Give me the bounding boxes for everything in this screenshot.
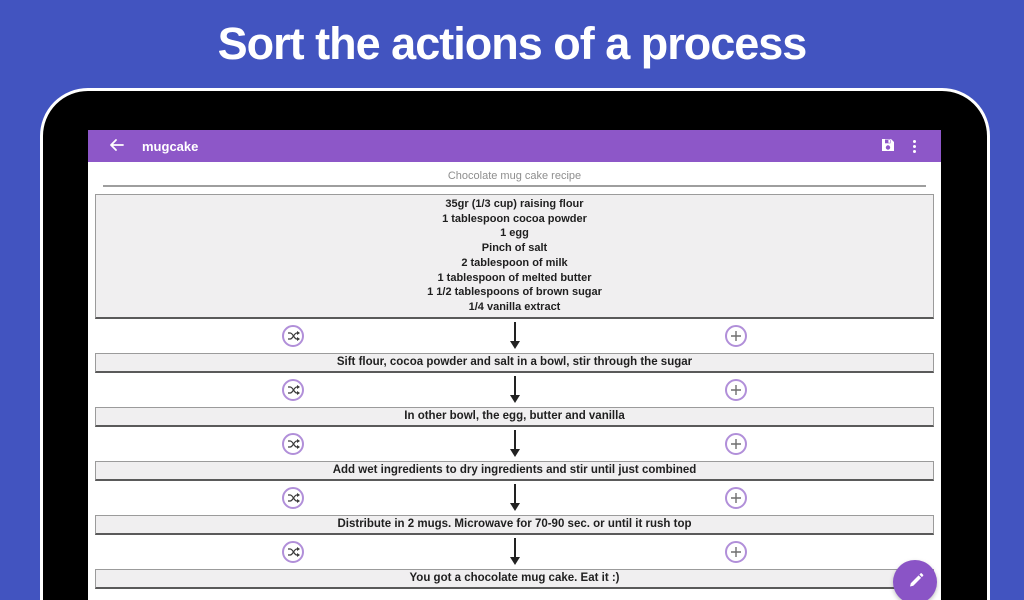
process-title: Chocolate mug cake recipe <box>447 170 582 182</box>
arrow-down-icon <box>509 321 520 349</box>
banner: Sort the actions of a process <box>0 0 1024 88</box>
process-editor: Chocolate mug cake recipe 35gr (1/3 cup)… <box>88 170 941 589</box>
shuffle-icon <box>287 438 300 449</box>
save-icon <box>881 138 895 155</box>
add-icon <box>731 492 741 503</box>
arrow-down-icon <box>509 537 520 565</box>
add-icon <box>731 438 741 449</box>
back-button[interactable] <box>106 135 126 158</box>
shuffle-button[interactable] <box>282 540 304 563</box>
ingredients-box[interactable]: 35gr (1/3 cup) raising flour 1 tablespoo… <box>95 194 934 319</box>
app-screen: mugcake Chocolate mug <box>88 130 941 600</box>
shuffle-button[interactable] <box>282 486 304 509</box>
add-icon <box>731 330 741 341</box>
step-box[interactable]: In other bowl, the egg, butter and vanil… <box>95 406 934 427</box>
add-icon <box>731 546 741 557</box>
arrow-down-icon <box>509 375 520 403</box>
shuffle-icon <box>287 546 300 557</box>
ingredient-line: 1 tablespoon of melted butter <box>437 271 592 284</box>
appbar: mugcake <box>88 130 941 162</box>
title-divider <box>103 185 926 187</box>
ingredient-line: 1 1/2 tablespoons of brown sugar <box>427 286 602 299</box>
add-icon <box>731 384 741 395</box>
step-box[interactable]: Distribute in 2 mugs. Microwave for 70-9… <box>95 514 934 535</box>
add-step-button[interactable] <box>725 432 747 455</box>
shuffle-button[interactable] <box>282 378 304 401</box>
shuffle-button[interactable] <box>282 324 304 347</box>
overflow-menu-button[interactable] <box>901 133 927 159</box>
arrow-left-icon <box>108 137 124 156</box>
shuffle-button[interactable] <box>282 432 304 455</box>
step-box[interactable]: Add wet ingredients to dry ingredients a… <box>95 460 934 481</box>
ingredient-line: 1 tablespoon cocoa powder <box>442 212 587 225</box>
overflow-menu-icon <box>912 139 916 153</box>
ingredient-line: 2 tablespoon of milk <box>461 256 568 269</box>
connector-row <box>88 373 941 407</box>
edit-fab-button[interactable] <box>893 560 937 600</box>
step-box[interactable]: You got a chocolate mug cake. Eat it :) <box>95 568 934 589</box>
step-box[interactable]: Sift flour, cocoa powder and salt in a b… <box>95 352 934 373</box>
banner-title: Sort the actions of a process <box>217 18 808 69</box>
connector-row <box>88 535 941 569</box>
connector-row <box>88 481 941 515</box>
add-step-button[interactable] <box>725 486 747 509</box>
arrow-down-icon <box>509 429 520 457</box>
ingredient-line: Pinch of salt <box>481 242 548 255</box>
appbar-title: mugcake <box>142 138 199 154</box>
save-button[interactable] <box>875 133 901 159</box>
arrow-down-icon <box>509 483 520 511</box>
ingredient-line: 35gr (1/3 cup) raising flour <box>445 198 584 210</box>
add-step-button[interactable] <box>725 378 747 401</box>
ingredient-line: 1/4 vanilla extract <box>468 300 561 313</box>
ingredient-line: 1 egg <box>500 227 529 240</box>
edit-pencil-icon <box>907 572 924 592</box>
connector-row <box>88 427 941 461</box>
shuffle-icon <box>287 492 300 503</box>
add-step-button[interactable] <box>725 540 747 563</box>
connector-row <box>88 319 941 353</box>
shuffle-icon <box>287 330 300 341</box>
add-step-button[interactable] <box>725 324 747 347</box>
tablet-frame: mugcake Chocolate mug <box>40 88 990 600</box>
shuffle-icon <box>287 384 300 395</box>
